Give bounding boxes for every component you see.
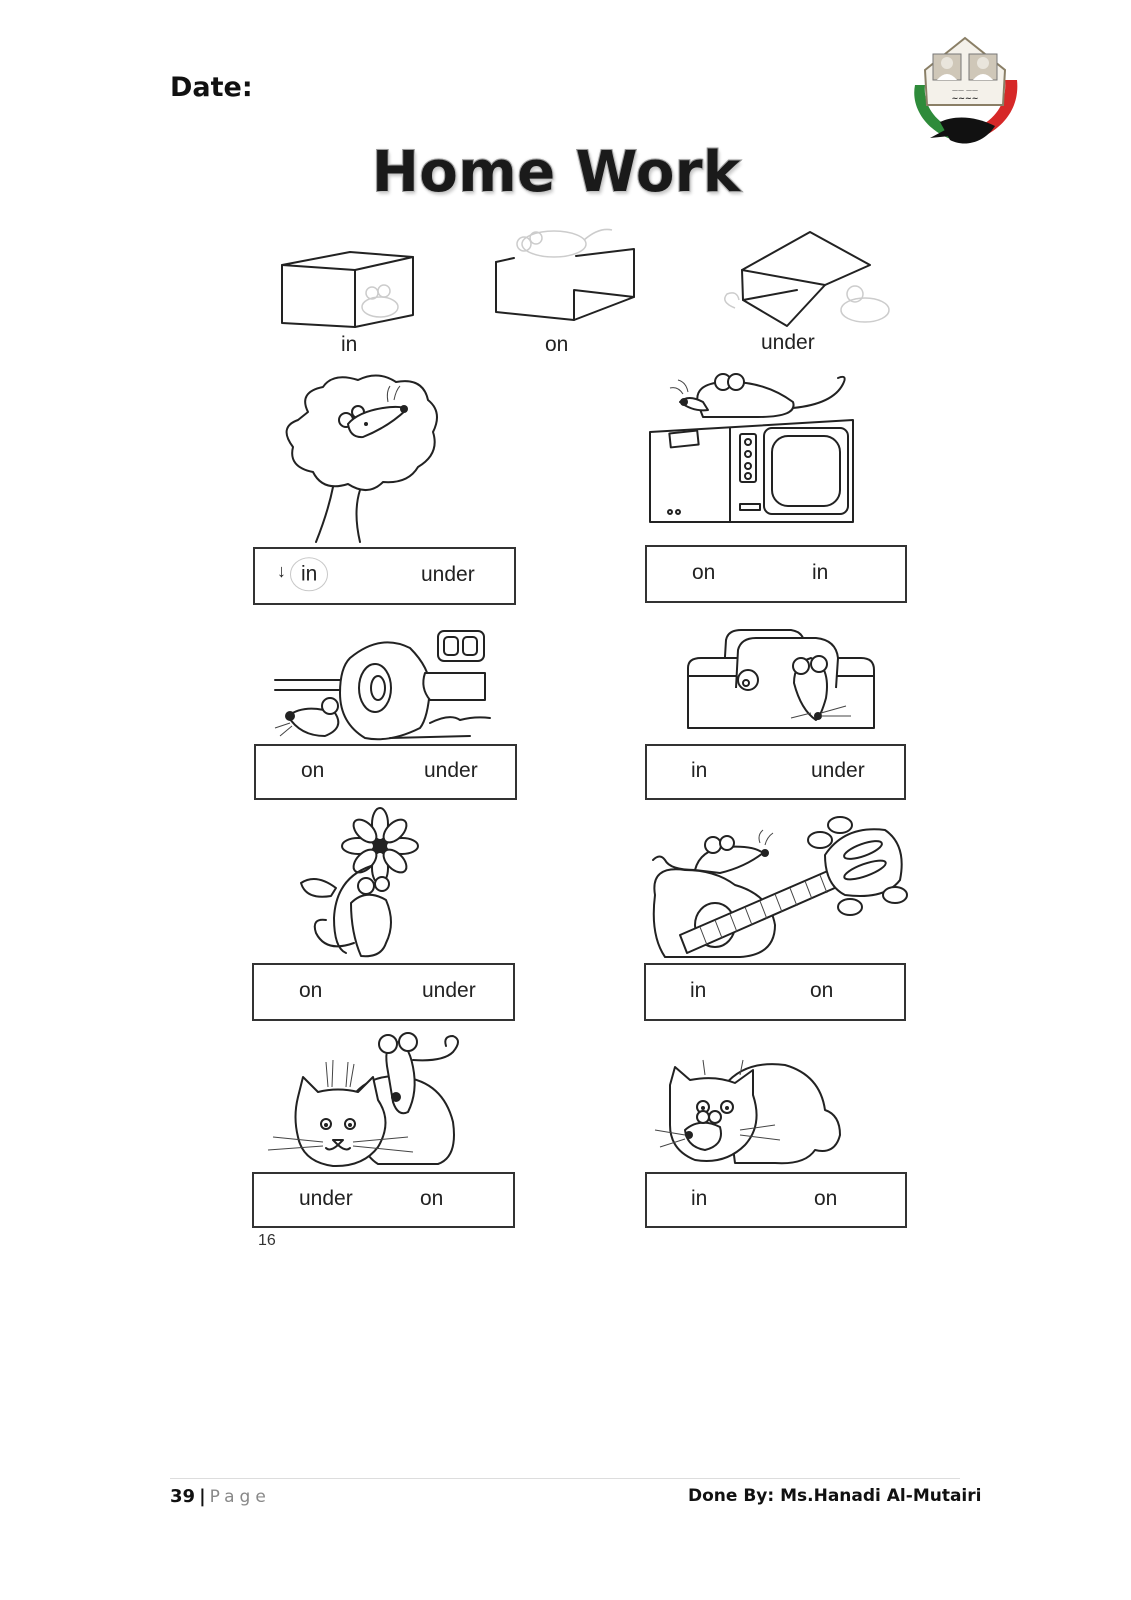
legend-label-in: in [341, 333, 358, 356]
answer-box-6: in on [644, 963, 906, 1021]
mouse-under-cat-illustration [645, 1055, 850, 1175]
option-under[interactable]: under [422, 978, 476, 1002]
mouse-on-guitar-illustration [645, 815, 910, 965]
option-on[interactable]: on [420, 1186, 444, 1210]
option-in[interactable]: in [690, 978, 707, 1002]
box-mouse-on-top-illustration [494, 222, 644, 327]
page-number: 39 [170, 1486, 196, 1507]
option-in[interactable]: in [691, 1186, 708, 1210]
footer-divider [170, 1478, 960, 1479]
page-title: Home Work [371, 139, 741, 206]
mouse-under-flower-illustration [296, 807, 426, 968]
answer-box-8: in on [645, 1172, 907, 1228]
option-on[interactable]: on [299, 978, 323, 1002]
answer-box-4: in under [645, 744, 906, 800]
date-label: Date: [170, 72, 253, 103]
author-credit: Done By: Ms.Hanadi Al-Mutairi [688, 1486, 982, 1506]
option-under[interactable]: under [811, 758, 865, 782]
option-on[interactable]: on [814, 1186, 838, 1210]
school-emblem-logo: —— —— ~~~~ [905, 30, 1025, 154]
option-in[interactable]: in [290, 557, 329, 592]
page-word: Page [209, 1487, 271, 1507]
option-in[interactable]: in [812, 560, 829, 584]
mouse-in-tree-illustration [278, 372, 448, 552]
legend-label-on: on [545, 333, 569, 356]
box-mouse-under-illustration [715, 230, 905, 335]
svg-text:—— ——: —— —— [952, 87, 978, 94]
option-under[interactable]: under [421, 562, 475, 586]
mouse-under-car-illustration [270, 628, 500, 751]
option-on[interactable]: on [692, 560, 716, 584]
mouse-on-tv-illustration [648, 372, 858, 537]
answer-box-2: on in [645, 545, 907, 603]
option-in[interactable]: in [691, 758, 708, 782]
mouse-on-cat-illustration [267, 1032, 468, 1177]
checkmark-icon: ↓ [277, 561, 286, 581]
option-on[interactable]: on [301, 758, 325, 782]
option-under[interactable]: under [424, 758, 478, 782]
legend-label-under: under [761, 331, 815, 354]
box-mouse-inside-illustration [280, 245, 430, 335]
page-separator: | [199, 1486, 206, 1507]
svg-text:~~~~: ~~~~ [952, 94, 979, 103]
mouse-in-bag-illustration [686, 628, 881, 743]
answer-box-3: on under [254, 744, 517, 800]
answer-box-1: ↓ in under [253, 547, 516, 605]
answer-box-7: under on [252, 1172, 515, 1228]
option-under[interactable]: under [299, 1186, 353, 1210]
answer-box-5: on under [252, 963, 515, 1021]
book-page-number: 16 [258, 1232, 276, 1249]
footer-page-info: 39|Page [170, 1486, 271, 1507]
option-on[interactable]: on [810, 978, 834, 1002]
